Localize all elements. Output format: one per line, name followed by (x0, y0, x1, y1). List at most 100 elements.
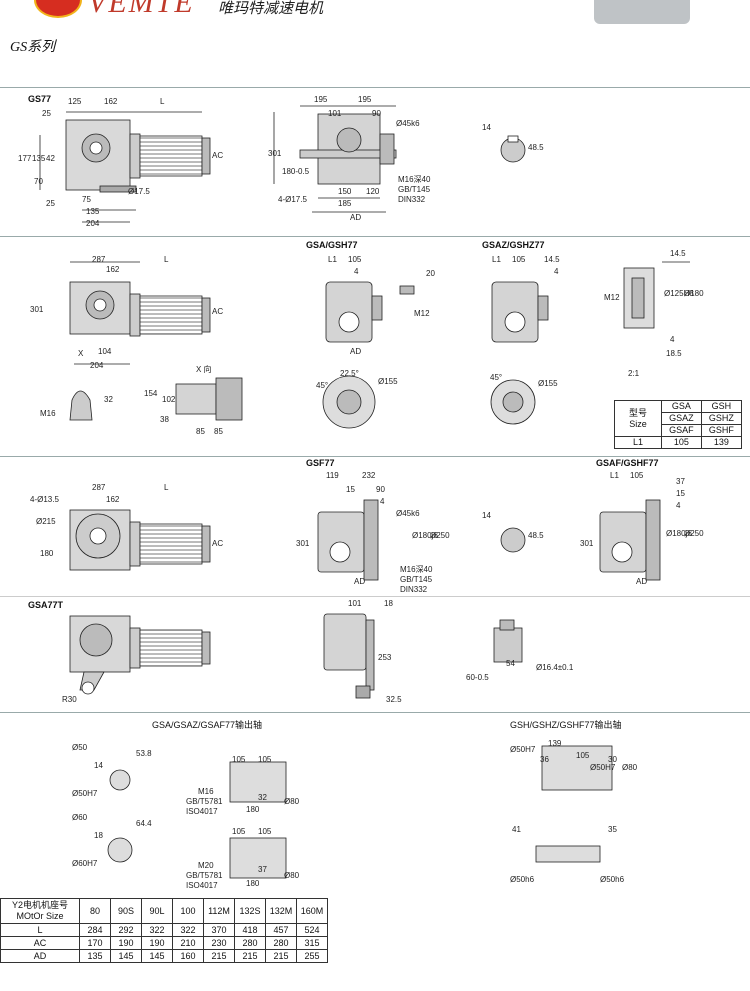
dim-label: 105 (576, 751, 590, 760)
spec-table-cell: GSHF (700, 424, 743, 437)
motor-size-cell: 90L (141, 898, 173, 924)
dim-label: Ø60H7 (72, 859, 98, 868)
motor-table-head-en: MOtOr Size (16, 911, 64, 921)
dim-label: 36 (540, 755, 549, 764)
motor-cell: 322 (172, 923, 204, 937)
dim-label: L1 (610, 471, 619, 480)
output-shaft-left (107, 761, 287, 879)
dim-label: 4 (380, 497, 385, 506)
dim-label: 301 (268, 149, 282, 158)
motor-cell: 135 (79, 949, 111, 963)
dim-label: M16深40 (400, 565, 433, 574)
section-gsaz-title: GSAZ/GSHZ77 (482, 240, 545, 250)
dim-label: 180 (246, 879, 260, 888)
dim-label: 301 (30, 305, 44, 314)
dim-label: M16 (198, 787, 214, 796)
dim-label: 18 (94, 831, 103, 840)
dim-label: 105 (232, 755, 246, 764)
motor-row-label: L (0, 923, 80, 937)
dim-label: 301 (296, 539, 310, 548)
dim-label: 105 (630, 471, 644, 480)
dim-label: 253 (378, 653, 392, 662)
dim-label: 14 (482, 511, 491, 520)
motor-cell: 292 (110, 923, 142, 937)
dim-label: 177 (18, 154, 32, 163)
divider (0, 596, 750, 597)
spec-table-cell: L1 (614, 436, 662, 449)
dim-label: L1 (492, 255, 501, 264)
motor-cell: 315 (296, 936, 328, 950)
dim-label: Ø45k6 (396, 509, 420, 518)
dim-label: DIN332 (400, 585, 428, 594)
motor-cell: 215 (203, 949, 235, 963)
motor-cell: 230 (203, 936, 235, 950)
dim-label: 135 (86, 207, 100, 216)
dim-label: L1 (328, 255, 337, 264)
motor-cell: 210 (172, 936, 204, 950)
series-title: GS系列 (10, 40, 56, 55)
dim-label: Ø50H7 (510, 745, 536, 754)
dim-label: Ø250 (430, 531, 450, 540)
dim-label: Ø215 (36, 517, 56, 526)
dim-label: L (160, 97, 165, 106)
gsat-side-view (69, 615, 211, 695)
gsaf-front-view (599, 499, 661, 581)
dim-label: 85 (196, 427, 205, 436)
dim-label: 22.5° (340, 369, 359, 378)
dim-label: Ø80 (284, 871, 300, 880)
motor-cell: 457 (265, 923, 297, 937)
dim-label: GB/T5781 (186, 871, 223, 880)
dim-label: 53.8 (136, 749, 152, 758)
dim-label: AD (354, 577, 366, 586)
shrink-disk-detail (623, 261, 690, 329)
dim-label: AC (212, 539, 224, 548)
motor-table-head-label: Y2电机机座号 MOtOr Size (0, 898, 80, 924)
dim-label: M12 (604, 293, 620, 302)
spec-table-model: 型号 (628, 407, 647, 418)
dim-label: 41 (512, 825, 521, 834)
flange-view-gsa (322, 375, 376, 429)
dim-label: 150 (338, 187, 352, 196)
motor-table-row-l: L 284 292 322 322 370 418 457 524 (0, 923, 328, 937)
section-gsa-title: GSA/GSH77 (306, 240, 358, 250)
motor-size-cell: 112M (203, 898, 235, 924)
gs77-front-view (273, 105, 397, 213)
dim-label: X (78, 349, 84, 358)
dim-label: M12 (414, 309, 430, 318)
dim-label: 48.5 (528, 531, 544, 540)
dim-label: 4-Ø17.5 (278, 195, 307, 204)
x-view-detail (175, 377, 243, 421)
divider (0, 712, 750, 713)
dim-label: 30 (608, 755, 617, 764)
dim-label: 37 (258, 865, 267, 874)
section-gsaf-title: GSAF/GSHF77 (596, 458, 659, 468)
dim-label: Ø180 (684, 289, 704, 298)
dim-label: Ø80 (284, 797, 300, 806)
dim-label: 125 (68, 97, 82, 106)
product-thumbnail (594, 0, 690, 24)
dim-label: Ø17.5 (128, 187, 150, 196)
dim-label: 4 (676, 501, 681, 510)
section-gsf-title: GSF77 (306, 458, 335, 468)
dim-label: 105 (232, 827, 246, 836)
dim-label: 162 (106, 495, 120, 504)
motor-cell: 284 (79, 923, 111, 937)
dim-label: 64.4 (136, 819, 152, 828)
dim-label: 38 (160, 415, 169, 424)
dim-label: Ø50H7 (590, 763, 616, 772)
spec-table-model-cell: 型号 Size (614, 400, 662, 437)
dim-label: 204 (90, 361, 104, 370)
dim-label: 70 (34, 177, 43, 186)
motor-size-table: Y2电机机座号 MOtOr Size 80 90S 90L 100 112M 1… (0, 898, 328, 963)
dim-label: 90 (372, 109, 381, 118)
dim-label: 180 (246, 805, 260, 814)
motor-cell: 190 (110, 936, 142, 950)
dim-label: GB/T5781 (186, 797, 223, 806)
spec-table-cell: GSH (700, 400, 743, 413)
dim-label: 25 (46, 199, 55, 208)
gsf-keyway-detail (500, 527, 526, 553)
dim-label: M20 (198, 861, 214, 870)
spec-table-size: Size (629, 418, 647, 429)
dim-label: 14 (94, 761, 103, 770)
